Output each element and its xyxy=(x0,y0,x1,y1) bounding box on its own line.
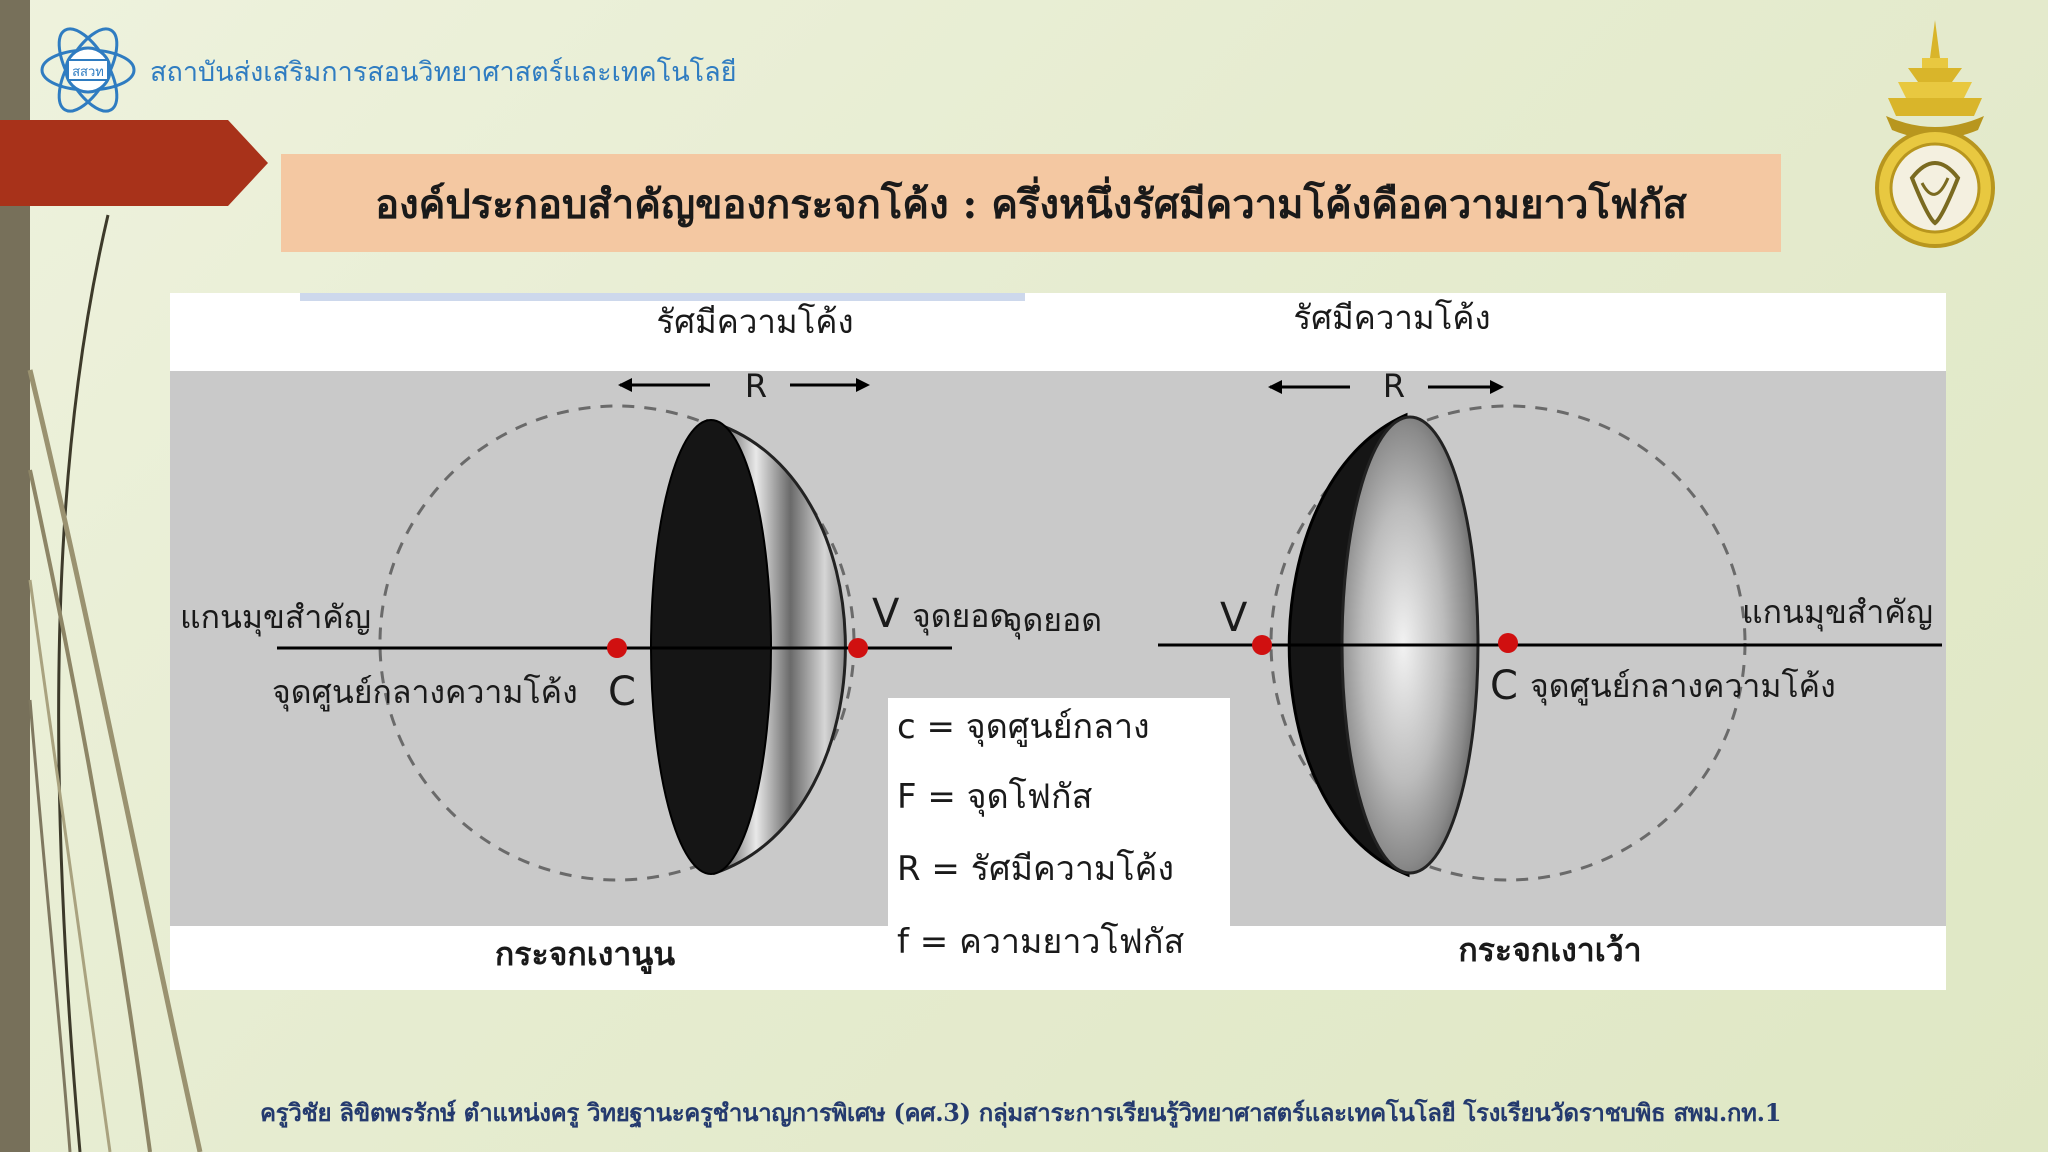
right-center-point xyxy=(1498,633,1518,653)
right-caption: กระจกเงาเว้า xyxy=(1458,931,1641,969)
right-r-symbol: R xyxy=(1383,367,1405,405)
right-center-symbol: C xyxy=(1490,663,1518,709)
right-center-label: จุดศูนย์กลางความโค้ง xyxy=(1530,667,1836,706)
slide-title: องค์ประกอบสำคัญของกระจกโค้ง : ครึ่งหนึ่ง… xyxy=(375,181,1687,228)
ipst-logo-icon: สสวท xyxy=(40,27,136,113)
legend-item-focus: F = จุดโฟกัส xyxy=(897,777,1093,817)
footer-credit: ครูวิชัย ลิขิตพรรักษ์ ตำแหน่งครู วิทยฐาน… xyxy=(260,1098,1782,1127)
right-radius-label: รัศมีความโค้ง xyxy=(1293,298,1490,337)
organization-name: สถาบันส่งเสริมการสอนวิทยาศาสตร์และเทคโนโ… xyxy=(150,57,737,88)
legend-item-radius: R = รัศมีความโค้ง xyxy=(897,849,1174,889)
right-vertex-point xyxy=(1252,635,1272,655)
left-vertex-label: จุดยอด xyxy=(912,597,1010,636)
right-curvature-circle xyxy=(1269,404,1747,882)
right-vertex-symbol: V xyxy=(1220,595,1248,641)
left-center-point xyxy=(607,638,627,658)
curved-mirror-diagram: รัศมีความโค้ง R แกนมุขสำคัญ V จุดยอด จุด… xyxy=(170,293,1946,990)
left-vertex-symbol: V xyxy=(872,591,900,637)
ipst-logo-text: สสวท xyxy=(72,65,104,80)
legend-item-focal-length: f = ความยาวโฟกัส xyxy=(897,922,1184,962)
left-caption: กระจกเงานูน xyxy=(495,935,675,975)
school-emblem-icon xyxy=(1875,20,1995,248)
left-r-symbol: R xyxy=(745,367,767,405)
left-vertex-point xyxy=(848,638,868,658)
red-arrow-banner xyxy=(0,120,268,206)
right-vertex-label: จุดยอด xyxy=(1004,601,1102,640)
left-axis-label: แกนมุขสำคัญ xyxy=(180,598,371,637)
legend-box xyxy=(888,698,1230,973)
slide-title-box: องค์ประกอบสำคัญของกระจกโค้ง : ครึ่งหนึ่ง… xyxy=(281,154,1781,252)
left-center-label: จุดศูนย์กลางความโค้ง xyxy=(272,673,578,712)
left-radius-label: รัศมีความโค้ง xyxy=(656,302,853,341)
left-center-symbol: C xyxy=(608,669,636,715)
right-axis-label: แกนมุขสำคัญ xyxy=(1742,593,1933,632)
legend-item-center: c = จุดศูนย์กลาง xyxy=(897,707,1150,747)
